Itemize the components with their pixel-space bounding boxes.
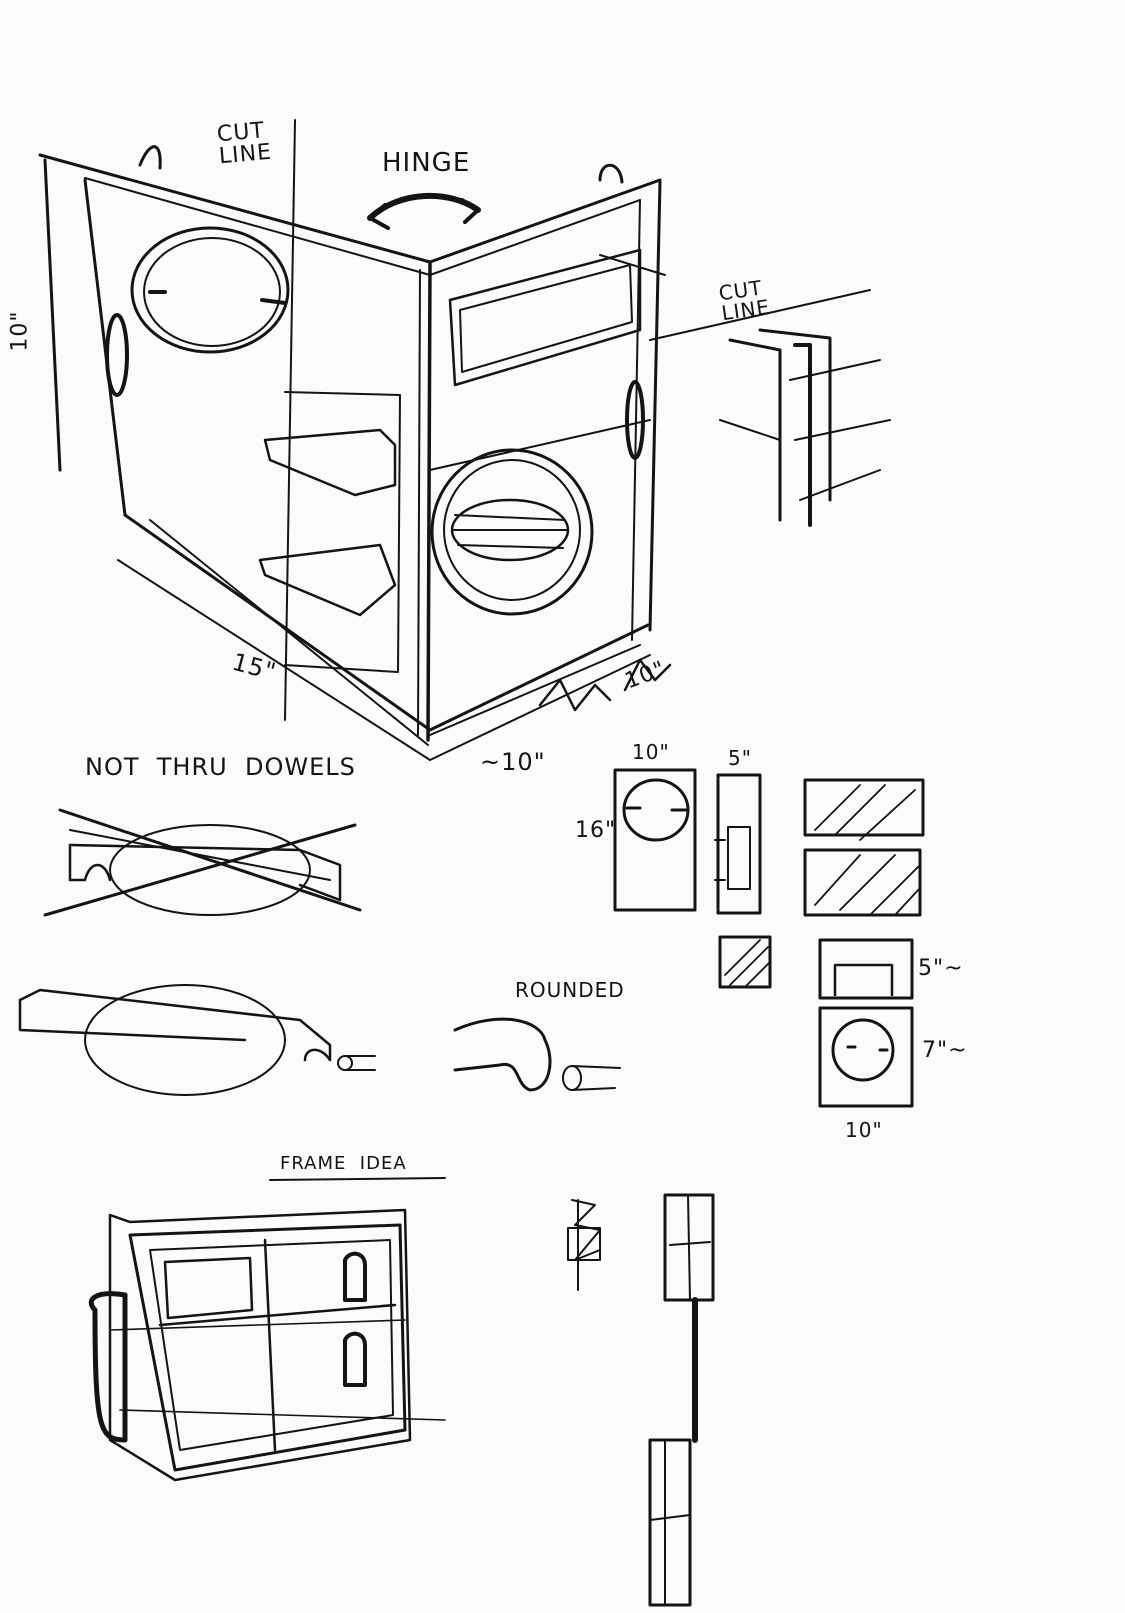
plan-height-5-label: 5"~ <box>918 956 964 981</box>
section-detail-tall <box>648 1193 715 1607</box>
not-thru-dowels-label: NOT THRU DOWELS <box>85 753 356 781</box>
dowel-sketch <box>18 984 376 1096</box>
front-elevation <box>613 768 697 912</box>
section-detail-small <box>567 1199 601 1291</box>
rounded-profile-sketch <box>453 1017 621 1092</box>
elevation-width-label: 10" <box>632 740 670 764</box>
corner-joint-detail <box>719 328 891 527</box>
rounded-label: ROUNDED <box>515 978 625 1002</box>
plan-views <box>818 938 914 1108</box>
width-dimension-label: ~10" <box>480 748 546 776</box>
plan-width-label: 10" <box>845 1118 883 1142</box>
frame-idea-sketch <box>88 1177 446 1482</box>
hinge-label: HINGE <box>382 148 471 178</box>
frame-idea-label: FRAME IDEA <box>280 1153 407 1174</box>
plan-height-7-label: 7"~ <box>922 1038 968 1063</box>
height-dimension-label: 10" <box>7 310 33 352</box>
hatched-elevations <box>718 778 925 989</box>
elevation-height-label: 16" <box>575 818 617 843</box>
crossed-out-dowel-sketch <box>43 808 362 917</box>
elevation-depth-label: 5" <box>728 746 752 770</box>
cabinet-isometric <box>38 119 871 761</box>
cut-line-label-top: CUT LINE <box>216 118 274 170</box>
cut-line-label-right: CUT LINE <box>717 275 772 326</box>
side-elevation <box>714 773 762 915</box>
